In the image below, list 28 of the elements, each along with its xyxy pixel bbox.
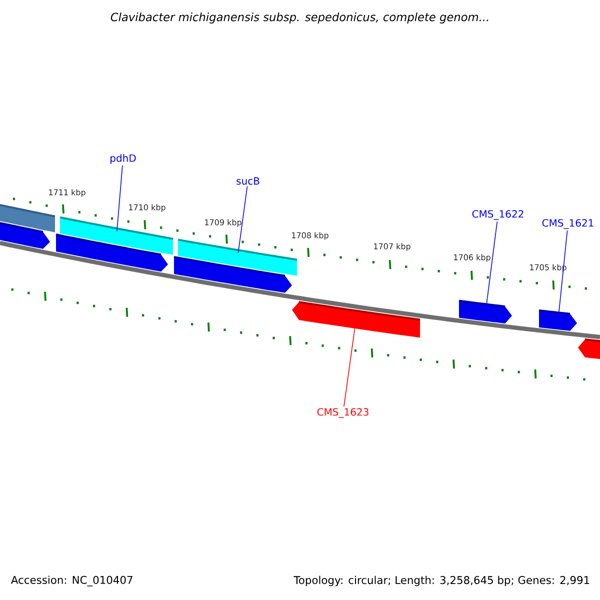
gene-block (578, 338, 600, 359)
gene-label: pdhD (110, 154, 136, 164)
gene-block (0, 222, 50, 249)
gene-block (538, 309, 577, 331)
gene-label: CMS_1621 (542, 219, 594, 229)
scale-label: 1710 kbp (129, 204, 166, 212)
scale-label: 1707 kbp (374, 243, 410, 251)
leader-line (558, 230, 568, 316)
scale-label: 1706 kbp (454, 254, 490, 262)
gene-label: sucB (236, 177, 260, 185)
gene-label: CMS_1623 (317, 408, 368, 418)
gene-block (60, 216, 174, 255)
gene-block (458, 300, 512, 324)
leader-line (486, 221, 498, 308)
scale-label: 1709 kbp (205, 219, 242, 227)
gene-block (174, 256, 292, 293)
gene-block (0, 204, 56, 232)
gene-block (178, 238, 298, 276)
gene-label: CMS_1622 (472, 210, 524, 220)
scale-label: 1708 kbp (292, 232, 328, 240)
leader-line (238, 186, 248, 254)
gene-block (56, 234, 168, 272)
leader-line (116, 165, 123, 232)
gene-block (292, 301, 420, 338)
scale-label: 1711 kbp (49, 189, 86, 197)
footer-text: Topology: circular; Length: 3,258,645 bp; Genes: 2,991 (294, 576, 590, 586)
footer-text: Accession: NC_010407 (11, 576, 132, 586)
title: Clavibacter michiganensis subsp. sepedonicus, complete genom... (110, 12, 488, 24)
